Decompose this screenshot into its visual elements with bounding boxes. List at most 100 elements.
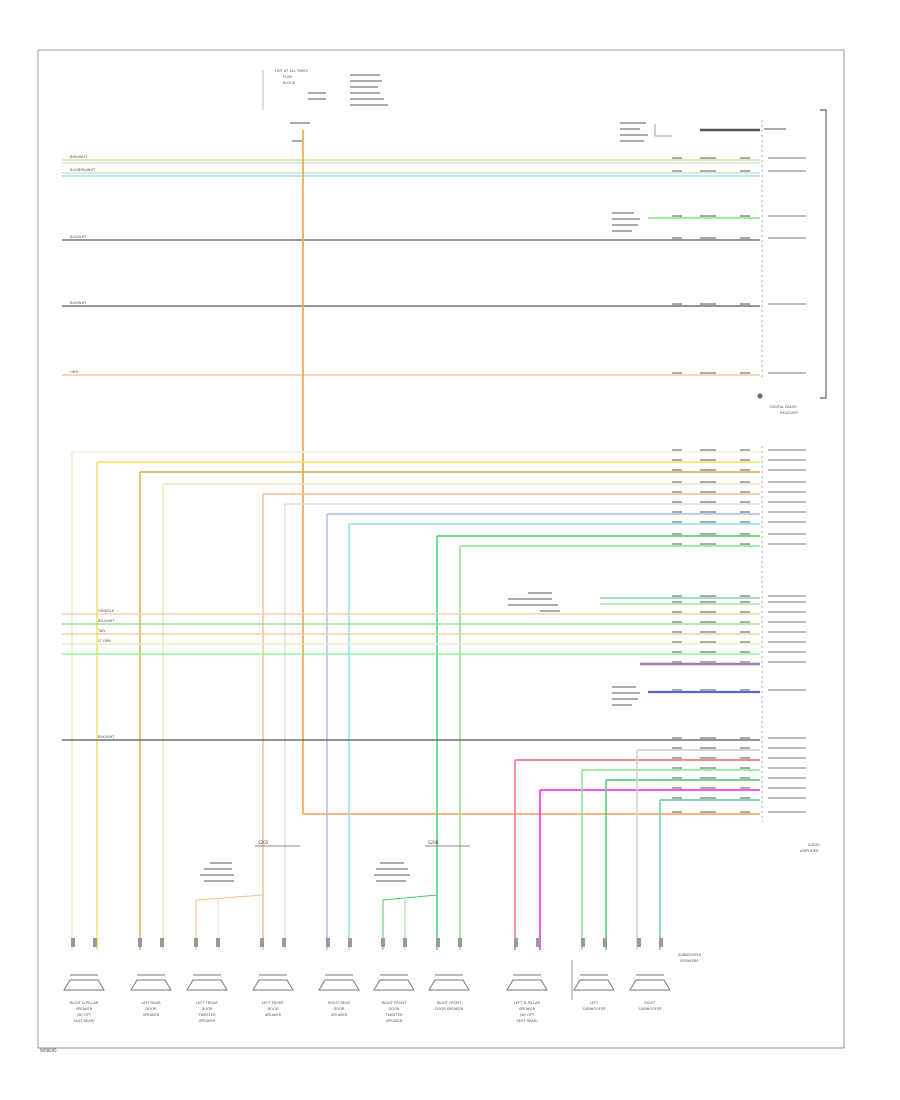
diagram-frame (37, 49, 845, 1049)
pin-marker (700, 469, 716, 471)
pin-marker (700, 777, 716, 779)
pin-marker (740, 747, 750, 749)
pin-marker (700, 533, 716, 535)
speaker: RIGHT REAR DOOR SPEAKER (318, 938, 360, 1017)
pin-marker (672, 595, 682, 597)
pin-marker (672, 689, 682, 691)
speaker-label: DOOR (334, 1007, 345, 1011)
pin-marker (672, 157, 682, 159)
pin-marker (700, 501, 716, 503)
pin-marker (700, 651, 716, 653)
amp-label-2: AMPLIFIER (800, 849, 819, 853)
fuse-block-label-1: HOT AT ALL TIMES (275, 69, 309, 73)
pin-marker (672, 521, 682, 523)
pin-marker (768, 491, 806, 493)
wire-label: ORN/BLK (98, 609, 115, 613)
pin-marker (672, 621, 682, 623)
pin-marker (672, 533, 682, 535)
pin-marker (700, 595, 716, 597)
pin-marker (768, 511, 806, 513)
speaker-label: RIGHT (644, 1001, 656, 1005)
pin-marker (700, 797, 716, 799)
pin-marker (768, 767, 806, 769)
pin-marker (700, 157, 716, 159)
pin-marker (700, 601, 716, 603)
pin-marker (740, 797, 750, 799)
wire-label: BLK/WHT (98, 735, 115, 739)
pin-marker (768, 631, 806, 633)
pin-marker (768, 215, 806, 217)
pin-marker (768, 651, 806, 653)
speaker-label: SEAT REAR) (516, 1019, 538, 1023)
footer-code: W08095 (40, 1048, 57, 1053)
pin-marker (740, 811, 750, 813)
pin-marker (768, 595, 806, 597)
speaker-label: LEFT FRONT (262, 1001, 285, 1005)
pin-marker (672, 481, 682, 483)
speaker-label: DOOR (202, 1007, 213, 1011)
speaker: LEFT SUBWOOFER (573, 938, 615, 1011)
pin-marker (672, 797, 682, 799)
pin-marker (740, 651, 750, 653)
amp-label-1: AUDIO (808, 843, 820, 847)
speaker-label: SPEAKER (331, 1013, 348, 1017)
wire-label: TAN (97, 629, 105, 633)
radio-label-1: DIGITAL RADIO (770, 405, 797, 409)
pin-marker (672, 511, 682, 513)
speaker-label: SEAT REAR) (73, 1019, 95, 1023)
pin-marker (768, 757, 806, 759)
fuse-block-label-3: BLOCK (283, 81, 296, 85)
wire-label: BLK/BRN/WHT (70, 168, 96, 172)
fuse-block-label-2: FUSE (283, 75, 293, 79)
pin-marker (740, 767, 750, 769)
pin-marker (672, 747, 682, 749)
pin-marker (768, 543, 806, 545)
connector-label: S205 (258, 840, 269, 845)
pin-marker (700, 215, 716, 217)
amp-input-labels: ORN/BLK BLU/WHT TAN LT GRN BLK/WHT (97, 592, 640, 739)
pin-marker (740, 237, 750, 239)
pin-marker (700, 787, 716, 789)
pin-marker (672, 811, 682, 813)
pin-marker (740, 737, 750, 739)
pin-marker (740, 511, 750, 513)
pin-marker (740, 170, 750, 172)
pin-marker (672, 237, 682, 239)
speaker-feed-wires (71, 451, 760, 950)
pin-marker (768, 170, 806, 172)
subwoofer-group-label-1: SUBWOOFER (678, 953, 702, 957)
digital-radio-receiver: DIGITAL RADIO RECEIVER (620, 109, 827, 415)
speaker-label: RIGHT REAR (328, 1001, 351, 1005)
pin-marker (768, 737, 806, 739)
speaker-label: SUBWOOFER (582, 1007, 606, 1011)
wire-label: ORN (70, 370, 78, 374)
pin-marker (740, 491, 750, 493)
pin-marker (740, 533, 750, 535)
pin-marker (672, 491, 682, 493)
pin-marker (740, 469, 750, 471)
pin-marker (672, 303, 682, 305)
pin-marker (768, 521, 806, 523)
pin-marker (672, 737, 682, 739)
pin-marker (768, 469, 806, 471)
pin-marker (672, 641, 682, 643)
pin-marker (700, 621, 716, 623)
pin-marker (672, 767, 682, 769)
pin-marker (740, 543, 750, 545)
pin-marker (700, 611, 716, 613)
pin-marker (740, 601, 750, 603)
speaker-label: LEFT (590, 1001, 599, 1005)
pin-marker (768, 747, 806, 749)
pin-marker (768, 459, 806, 461)
speaker-label: DOOR SPEAKER (435, 1007, 464, 1011)
pin-marker (740, 787, 750, 789)
pin-marker (700, 689, 716, 691)
pin-marker (700, 491, 716, 493)
pin-marker (768, 601, 806, 603)
speaker-label: TWEETER (384, 1013, 403, 1017)
speaker-label: LEFT REAR (141, 1001, 161, 1005)
